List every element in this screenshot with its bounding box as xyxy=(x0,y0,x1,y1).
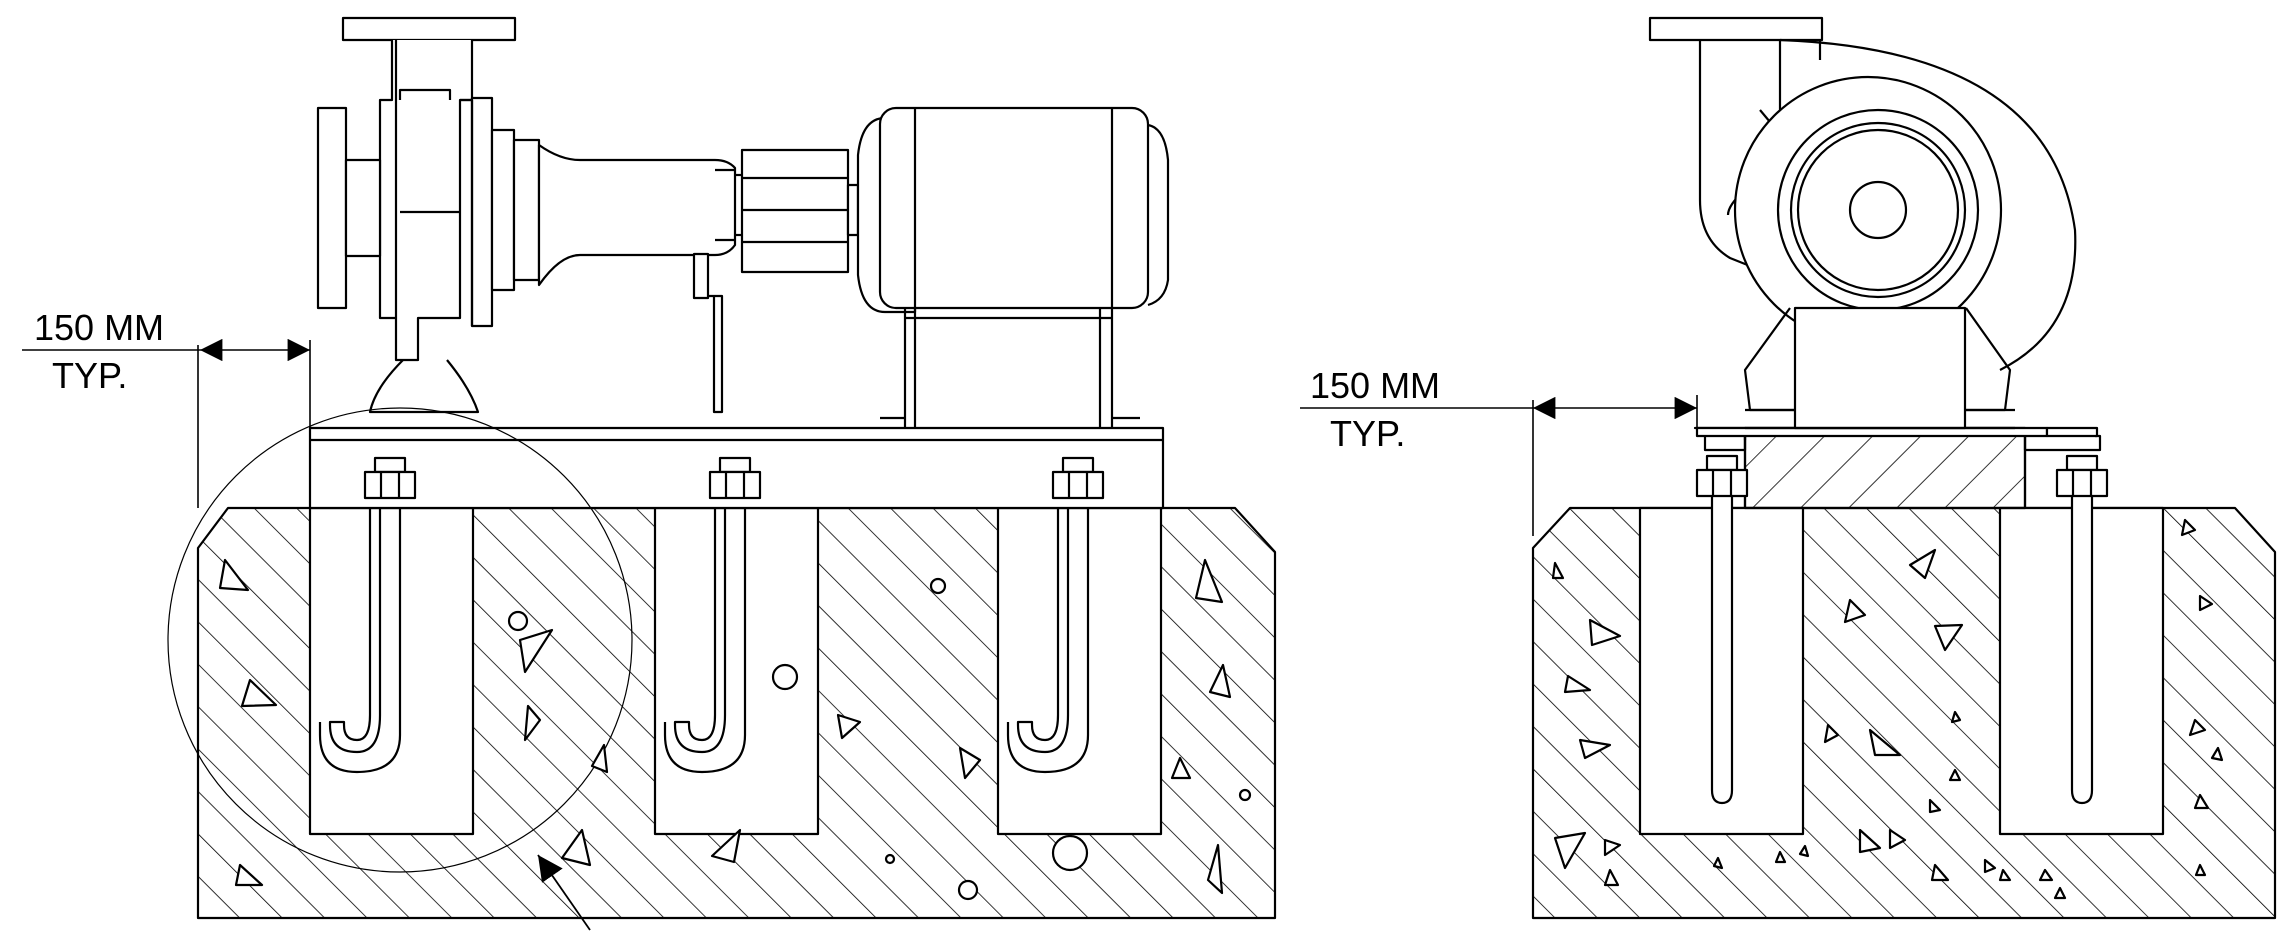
grout-layer-end xyxy=(1743,426,2027,510)
anchor-nuts-end xyxy=(1695,454,2109,498)
end-view-dimension-note: TYP. xyxy=(1330,413,1405,454)
dimension-end xyxy=(1300,395,1698,536)
aggregate-triangles-end xyxy=(1551,518,2224,900)
end-view xyxy=(1300,16,2277,920)
pump-volute-end xyxy=(1648,16,2077,430)
end-view-dimension-value: 150 MM xyxy=(1310,365,1440,406)
aggregate-circles-side xyxy=(507,577,1252,901)
side-view xyxy=(22,16,1277,931)
bearing-housing-side xyxy=(537,143,742,414)
anchor-nuts-side xyxy=(363,456,1105,500)
dimension-side xyxy=(22,338,311,508)
aggregate-triangles-side xyxy=(218,558,1232,895)
motor-side xyxy=(856,106,1170,428)
side-view-dimension-note: TYP. xyxy=(52,355,127,396)
detail-leader-arrow xyxy=(537,854,591,931)
pump-casing-side xyxy=(316,16,541,414)
anchor-pockets-side xyxy=(308,506,1163,836)
anchor-bolts-end xyxy=(1710,470,2094,805)
side-view-dimension-value: 150 MM xyxy=(34,307,164,348)
detail-circle xyxy=(167,407,633,873)
coupling-side xyxy=(740,148,860,274)
j-bolts-side xyxy=(318,490,1090,774)
